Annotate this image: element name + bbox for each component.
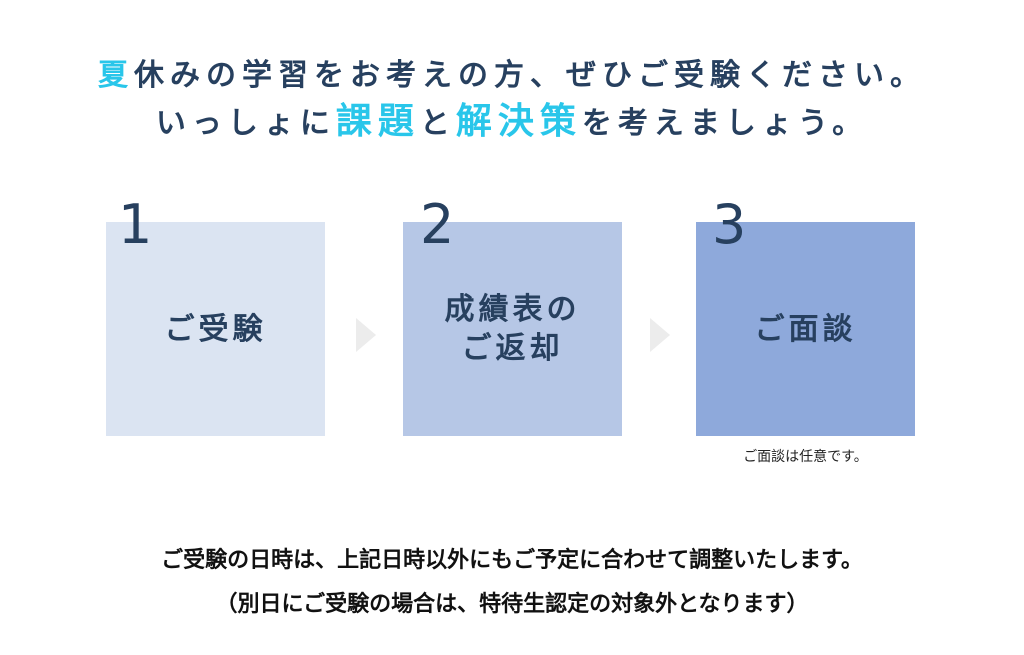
step-3-box: ご面談 [696, 222, 915, 436]
arrow-right-icon [650, 318, 670, 352]
step-3-label: ご面談 [754, 311, 857, 347]
headline-line-2: いっしょに課題と解決策を考えましょう。 [0, 92, 1024, 144]
footer-line-2: （別日にご受験の場合は、特待生認定の対象外となります） [215, 592, 809, 617]
headline-highlight-2: 解決策 [455, 101, 582, 142]
interview-note: ご面談は任意です。 [743, 449, 868, 465]
headline-line-2-part-2: と [419, 106, 456, 141]
step-2-box: 成績表の ご返却 [403, 222, 622, 436]
headline-accent-char: 夏 [98, 58, 134, 93]
headline-line-2-part-1: いっしょに [155, 106, 336, 141]
headline-highlight-1: 課題 [335, 101, 420, 142]
step-3-number: 3 [712, 193, 747, 256]
footer-line-1: ご受験の日時は、上記日時以外にもご予定に合わせて調整いたします。 [161, 548, 863, 573]
step-1-box: ご受験 [106, 222, 325, 436]
headline-line-1-text: 休みの学習をお考えの方、ぜひご受験ください。 [134, 58, 926, 93]
step-2-label: 成績表の ご返却 [444, 292, 581, 366]
arrow-right-icon [356, 318, 376, 352]
headline-line-2-part-3: を考えましょう。 [581, 106, 869, 141]
step-1-label: ご受験 [164, 311, 267, 347]
headline-line-1: 夏休みの学習をお考えの方、ぜひご受験ください。 [0, 50, 1024, 94]
step-1-number: 1 [118, 193, 153, 256]
step-2-number: 2 [420, 193, 455, 256]
